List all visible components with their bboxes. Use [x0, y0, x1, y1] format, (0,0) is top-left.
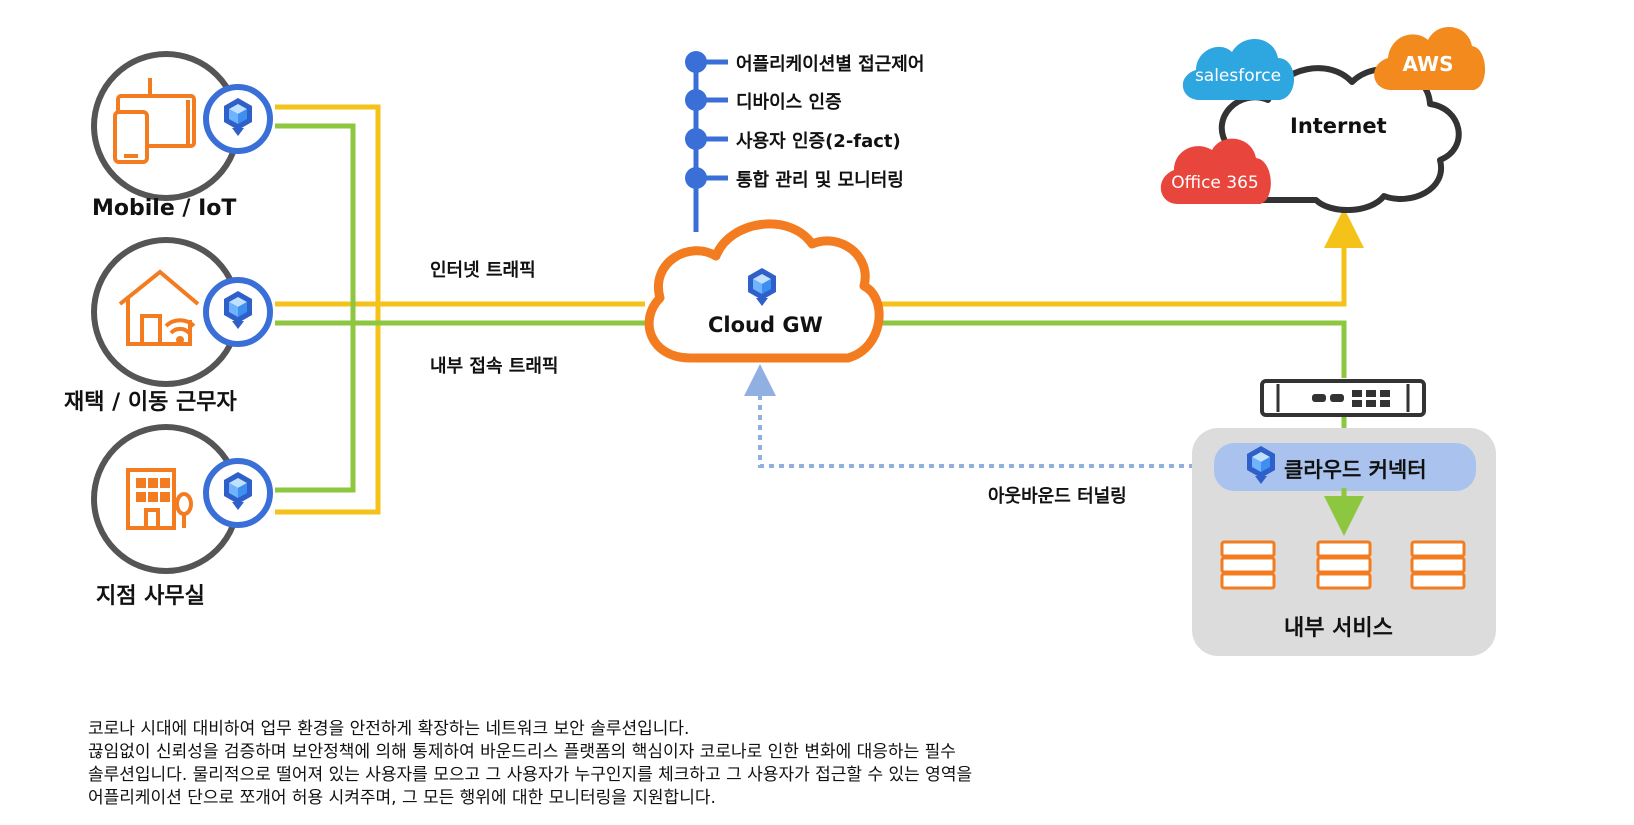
feature-list-stem — [685, 51, 728, 232]
mobile-device-icon — [113, 78, 196, 164]
feature-user-auth: 사용자 인증(2-fact) — [736, 131, 901, 152]
internal-services-label: 내부 서비스 — [1284, 616, 1393, 641]
salesforce-cloud-icon: salesforce — [1182, 39, 1295, 100]
tunnel-line — [744, 364, 1214, 468]
internet-label: Internet — [1290, 114, 1387, 138]
office-building-icon — [126, 468, 193, 530]
tunnel-label: 아웃바운드 터널링 — [988, 486, 1127, 507]
home-wifi-icon — [118, 269, 200, 346]
description-line: 솔루션입니다. 물리적으로 떨어져 있는 사용자를 모으고 그 사용자가 누구인… — [88, 765, 973, 785]
server-icon — [1316, 540, 1372, 590]
internal-services-panel — [1192, 428, 1496, 656]
description-line: 끊임없이 신뢰성을 검증하며 보안정책에 의해 통제하여 바운드리스 플랫폼의 … — [88, 742, 956, 762]
description-line: 코로나 시대에 대비하여 업무 환경을 안전하게 확장하는 네트워크 보안 솔루… — [88, 719, 690, 739]
internet-traffic-label: 인터넷 트래픽 — [430, 260, 536, 281]
server-icon — [1410, 540, 1466, 590]
feature-app-access: 어플리케이션별 접근제어 — [736, 54, 925, 75]
internal-traffic-lines — [275, 123, 1364, 536]
remote-worker-node — [91, 237, 273, 387]
aws-label: AWS — [1402, 52, 1453, 76]
branch-office-label: 지점 사무실 — [96, 584, 205, 609]
salesforce-label: salesforce — [1195, 66, 1281, 86]
feature-device-auth: 디바이스 인증 — [736, 92, 842, 113]
cloud-gateway — [644, 219, 884, 363]
internal-traffic-label: 내부 접속 트래픽 — [430, 356, 559, 377]
mobile-iot-node — [91, 51, 273, 201]
description-line: 어플리케이션 단으로 쪼개어 허용 시켜주며, 그 모든 행위에 대한 모니터링… — [88, 788, 716, 808]
office365-cloud-icon: Office 365 — [1160, 138, 1271, 204]
branch-office-node — [91, 424, 273, 574]
aws-cloud-icon: AWS — [1374, 27, 1486, 90]
cloud-gw-label: Cloud GW — [708, 313, 823, 337]
office365-label: Office 365 — [1171, 173, 1258, 193]
server-icon — [1220, 540, 1276, 590]
feature-monitoring: 통합 관리 및 모니터링 — [736, 170, 904, 191]
cloud-connector-label: 클라우드 커넥터 — [1284, 458, 1427, 482]
mobile-iot-label: Mobile / IoT — [92, 196, 237, 221]
internet-traffic-lines — [275, 104, 1364, 515]
firewall-appliance-icon — [1260, 379, 1426, 417]
remote-worker-label: 재택 / 이동 근무자 — [64, 390, 237, 415]
description: 코로나 시대에 대비하여 업무 환경을 안전하게 확장하는 네트워크 보안 솔루… — [88, 718, 1338, 810]
internet-cloud: salesforce AWS Office 365 — [1160, 27, 1486, 213]
